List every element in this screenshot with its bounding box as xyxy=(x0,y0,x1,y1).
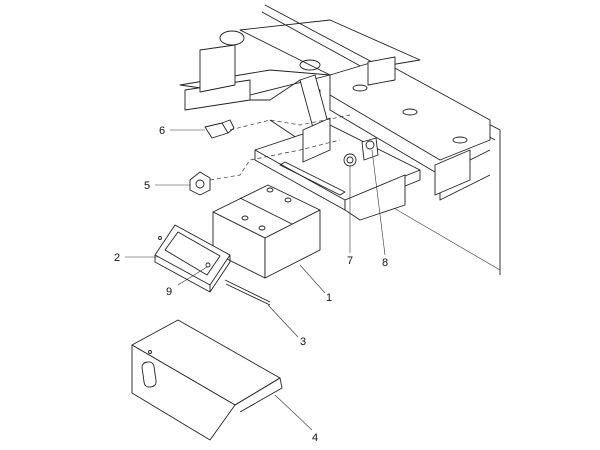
part-8-solenoid xyxy=(361,137,379,161)
chassis-frame xyxy=(179,4,501,275)
callout-8: 8 xyxy=(382,257,388,269)
part-6-switch xyxy=(204,119,235,139)
callout-3: 3 xyxy=(300,336,306,348)
part-5-connector xyxy=(189,171,211,196)
callout-7: 7 xyxy=(347,255,353,267)
part-7-fitting xyxy=(343,153,357,167)
part-2-bracket xyxy=(154,224,231,293)
part-3-rod xyxy=(224,279,271,306)
callout-2: 2 xyxy=(114,252,120,264)
callout-9: 9 xyxy=(166,286,172,298)
battery-tray-plate xyxy=(254,117,421,221)
callout-6: 6 xyxy=(159,125,165,137)
part-4-cover xyxy=(131,319,283,441)
part-1-battery xyxy=(212,184,321,279)
leader-lines xyxy=(125,129,386,431)
callout-4: 4 xyxy=(312,432,318,444)
callout-5: 5 xyxy=(144,180,150,192)
callout-1: 1 xyxy=(326,292,332,304)
wire-path xyxy=(209,114,351,181)
